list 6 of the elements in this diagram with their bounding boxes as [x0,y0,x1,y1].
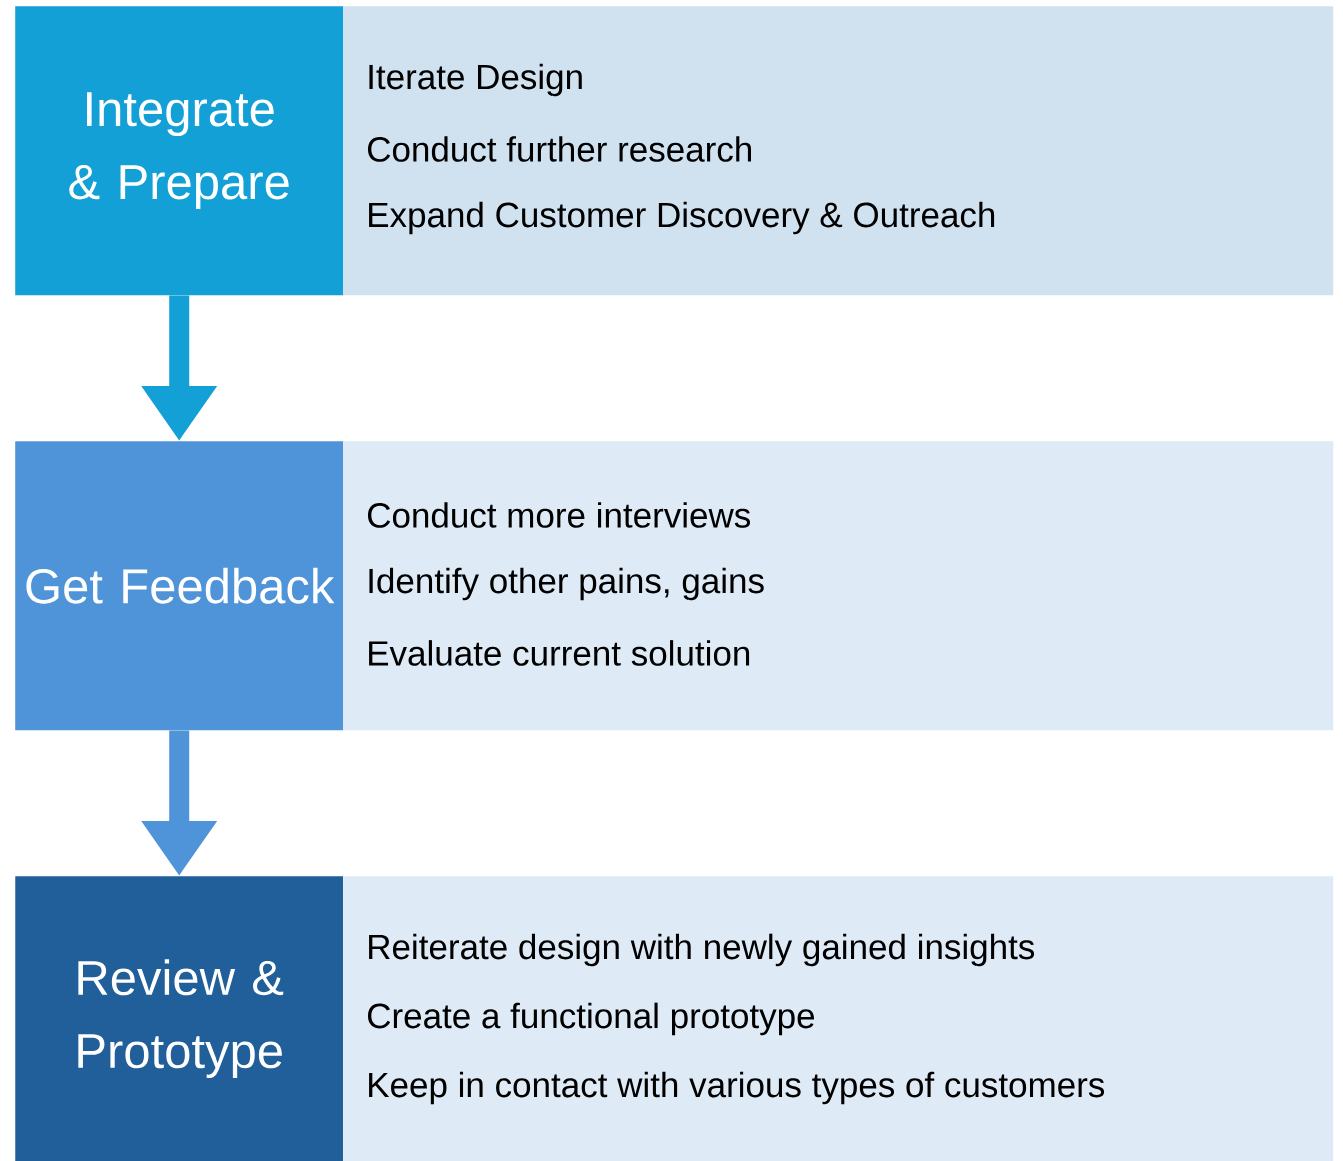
step-box: Get Feedback [15,441,344,731]
task-panel: Iterate Design Conduct further research Expand Customer Discovery & Outreach [343,6,1334,296]
step-box: Integrate & Prepare [15,6,344,296]
task-panel: Conduct more interviews Identify other pains, gains Evaluate current solution [343,441,1334,731]
task-panel: Reiterate design with newly gained insights Create a functional prototype Keep in contact with various types of customers [343,876,1334,1161]
step-box: Review & Prototype [15,876,344,1161]
